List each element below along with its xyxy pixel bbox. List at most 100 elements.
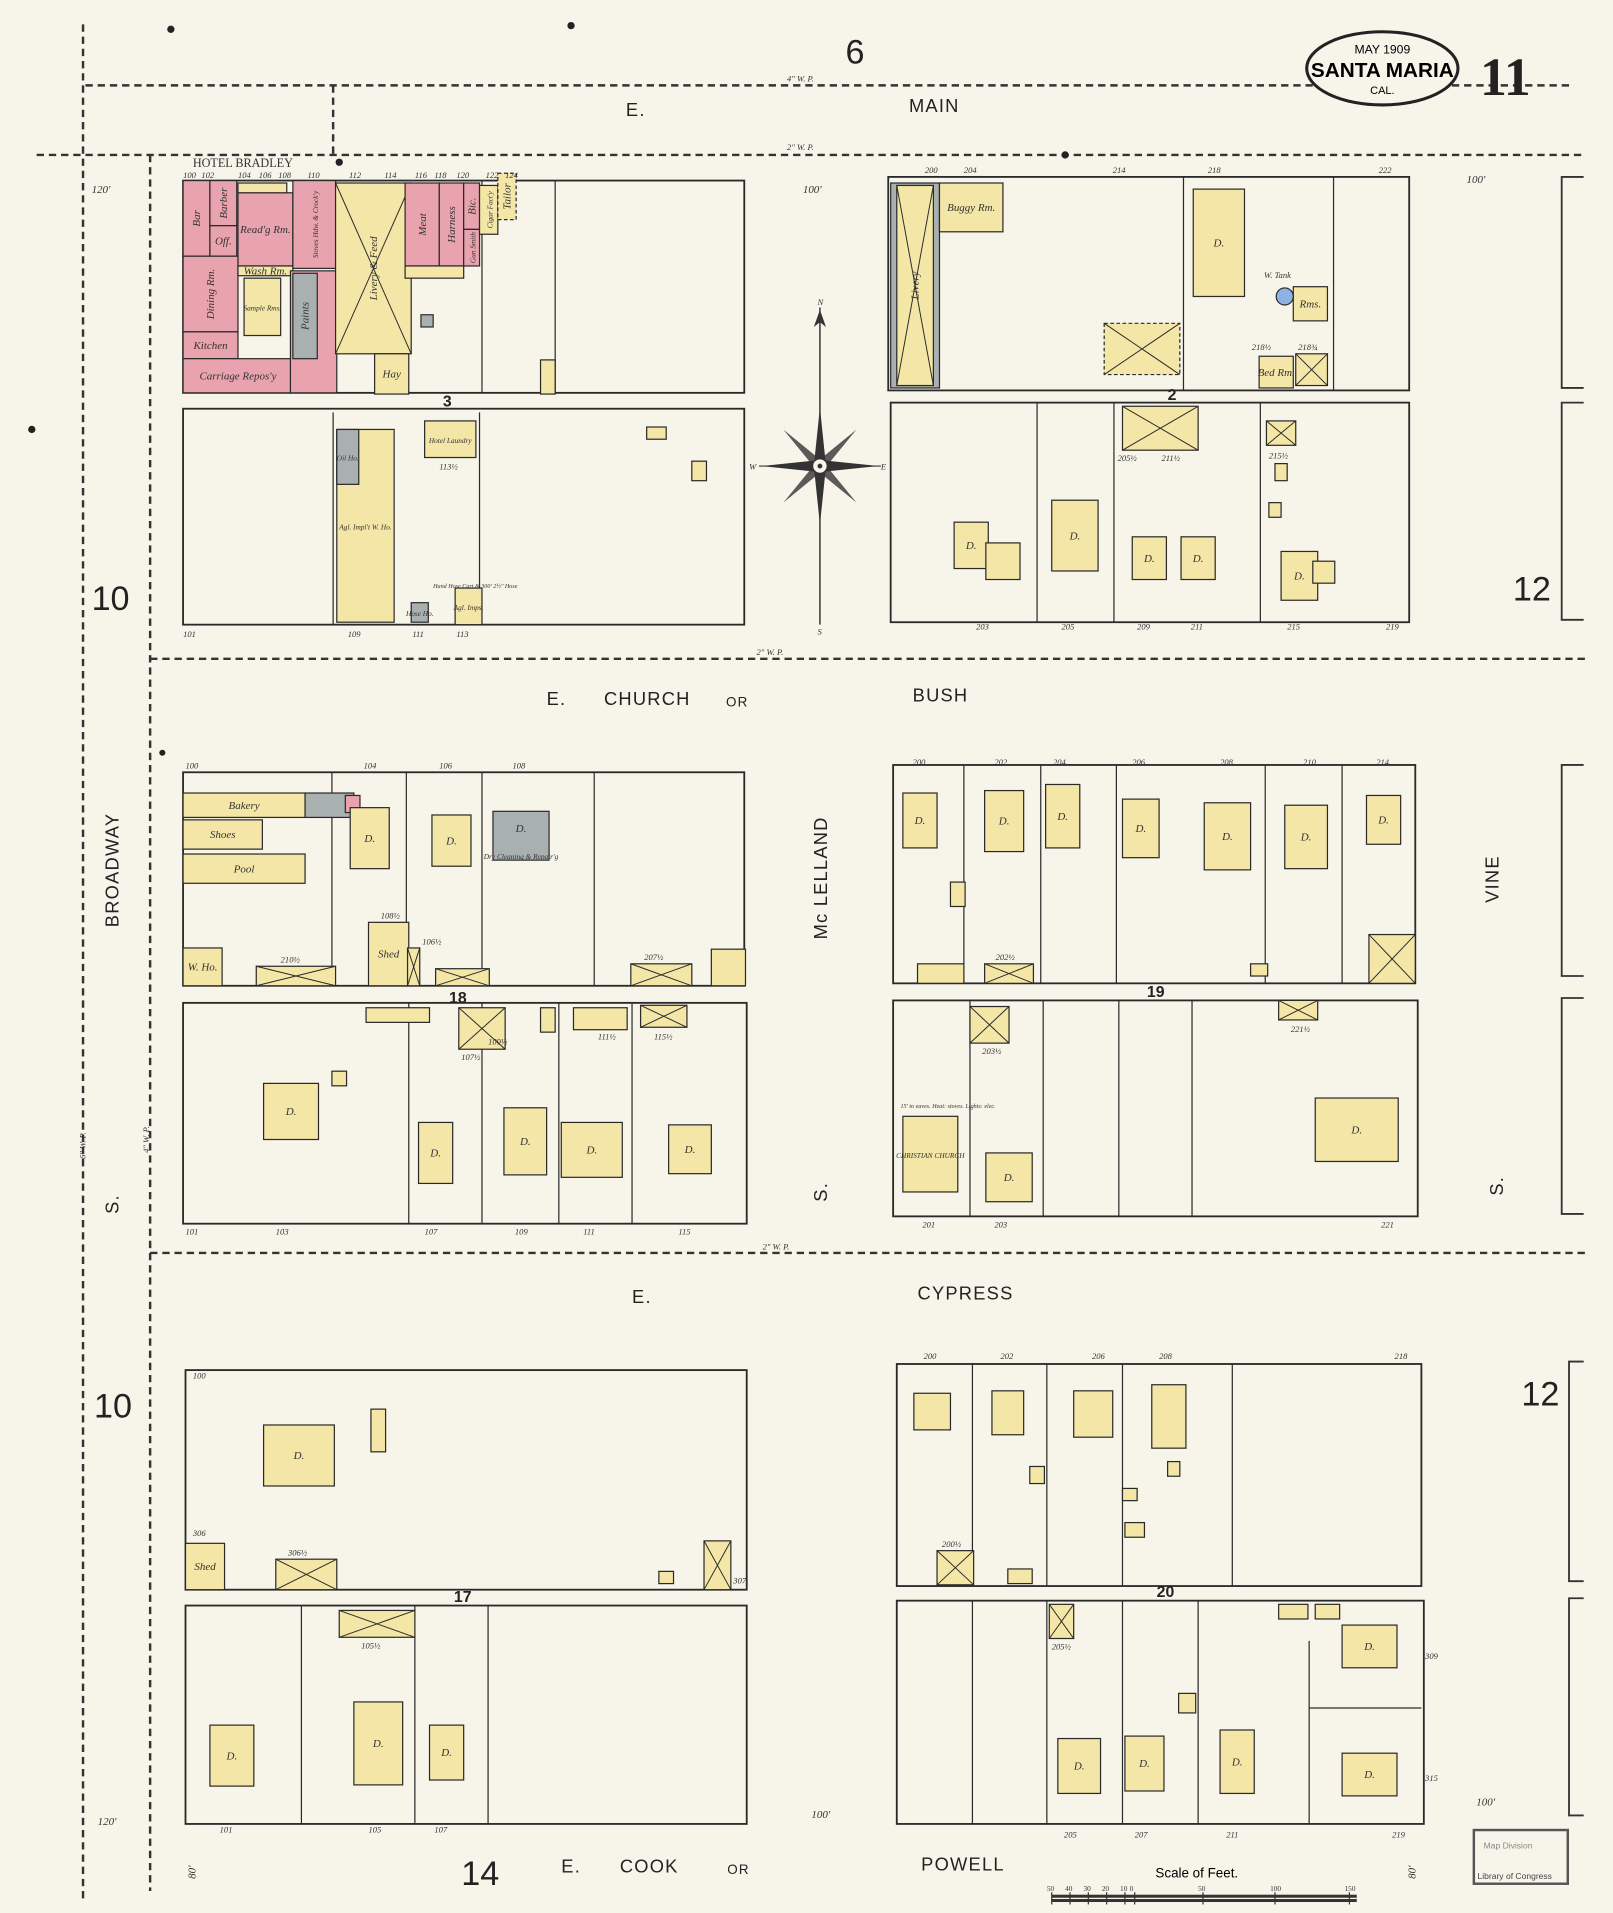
reading-building: Read'g Rm.: [237, 192, 294, 267]
building-label: Livery: [910, 271, 922, 300]
dining-building: Dining Rm.: [182, 255, 239, 333]
building-label: Carriage Repos'y: [199, 370, 276, 382]
outbuilding-building: [1312, 560, 1336, 584]
building-footprint: [1280, 550, 1319, 601]
water-tank-icon: [1275, 287, 1294, 306]
cross-mark: [703, 1540, 732, 1590]
dwelling-building: D.: [1365, 794, 1402, 845]
address-number: 106: [439, 761, 453, 771]
building-footprint: [953, 521, 989, 570]
address-number: 218¾: [1298, 342, 1318, 352]
address-number: 100: [186, 761, 200, 771]
dwelling-building: D.: [1314, 1097, 1399, 1163]
address-number: 219: [1386, 622, 1400, 632]
adjoining-sheet-right-upper: 12: [1513, 570, 1551, 608]
building-label: D.: [1363, 1769, 1375, 1781]
building-footprint: [1177, 1692, 1197, 1714]
street-mclelland-prefix: S.: [810, 1182, 831, 1202]
building-label: Paints: [300, 302, 312, 331]
outbuilding-building: [1124, 1521, 1146, 1538]
address-number: 101: [186, 1227, 199, 1237]
cartouche-city: SANTA MARIA: [1311, 59, 1454, 82]
outbuilding-building: [1249, 963, 1269, 977]
building-label: D.: [285, 1106, 297, 1118]
address-number: 306: [192, 1528, 207, 1538]
address-number: 200: [925, 165, 939, 175]
address-number: 200: [913, 757, 927, 767]
building-footprint: [938, 182, 1004, 233]
building-label: D.: [1069, 530, 1081, 542]
compass-n: N: [816, 297, 824, 307]
outbuilding-building: [710, 948, 747, 987]
building-label: Read'g Rm.: [239, 224, 290, 236]
address-number: 205½: [1052, 1641, 1072, 1651]
address-number: 200: [924, 1351, 938, 1361]
outbuilding-building: [949, 881, 966, 908]
building-footprint: [182, 792, 306, 819]
city-block: [182, 1001, 748, 1225]
cross-mark: [1295, 353, 1328, 386]
building-footprint: [497, 172, 517, 221]
address-number: 306½: [287, 1548, 308, 1558]
building-footprint: [492, 810, 550, 861]
building-footprint: [417, 1121, 454, 1185]
gunsmith-building: Gun Smith: [463, 228, 481, 267]
building-label: Agl. Imps.: [453, 603, 484, 612]
address-number: 101: [183, 629, 196, 639]
street-width: 80': [186, 1865, 198, 1879]
compass-s: S: [817, 626, 822, 636]
outbuilding-building: [1268, 502, 1282, 518]
oil-building: Oil Ho.: [336, 428, 360, 485]
building-label: Bic.: [466, 198, 478, 215]
building-footprint: [404, 265, 465, 279]
outbuilding-building: [1121, 405, 1199, 451]
address-number: 218: [1208, 165, 1222, 175]
who-building: W. Ho.: [182, 947, 223, 987]
paints-building: Paints: [292, 272, 318, 360]
address-number: 118: [434, 170, 447, 180]
building-footprint: [182, 255, 239, 333]
street-width: 100': [1467, 174, 1486, 186]
building-label: Cigar Fact'y: [485, 191, 494, 229]
street-width: 100': [1476, 1797, 1495, 1809]
building-footprint: [209, 225, 238, 257]
dwelling-building: D.: [984, 789, 1025, 853]
street-church-or: OR: [726, 694, 749, 709]
building-footprint: [985, 1152, 1033, 1203]
address-number: 205½: [1118, 453, 1138, 463]
building-footprint: [984, 789, 1025, 853]
building-footprint: [1180, 536, 1216, 581]
address-number: 205: [1061, 622, 1075, 632]
street-church-prefix: E.: [547, 688, 567, 709]
address-number: 215½: [1269, 451, 1289, 461]
building-label: D.: [1221, 831, 1233, 843]
outbuilding-building: [703, 1540, 732, 1591]
church-note: 15' to eaves. Heat: stoves. Lights: elec…: [900, 1104, 995, 1110]
wash-building: Wash Rm.: [237, 265, 294, 278]
building-footprint: [1151, 1384, 1187, 1449]
church-building: CHRISTIAN CHURCH: [896, 1115, 965, 1193]
building-footprint: [349, 807, 390, 870]
building-label: Off.: [215, 236, 232, 248]
outbuilding-building: [991, 1390, 1025, 1436]
building-footprint: [1057, 1737, 1102, 1795]
water-pipe-broadway: 6" W. P.: [77, 1132, 87, 1159]
shed-building: Shed: [367, 921, 410, 987]
building-label: Livery & Feed: [368, 236, 380, 301]
building-footprint: [1292, 286, 1329, 322]
address-number: 218: [1395, 1351, 1409, 1361]
bakery-building: Bakery: [182, 792, 306, 819]
sheet-number: 11: [1480, 47, 1531, 107]
address-number: 211: [1191, 622, 1203, 632]
address-number: 200½: [942, 1539, 962, 1549]
address-number: 124: [505, 170, 519, 180]
building-label: Shed: [194, 1561, 216, 1573]
building-footprint: [1258, 355, 1294, 389]
outbuilding-building: [1073, 1390, 1114, 1438]
building-footprint: [182, 331, 239, 360]
cross-mark: [256, 965, 336, 987]
building-footprint: [1073, 1390, 1114, 1438]
address-number: 202½: [996, 952, 1016, 962]
building-label: D.: [363, 833, 375, 845]
